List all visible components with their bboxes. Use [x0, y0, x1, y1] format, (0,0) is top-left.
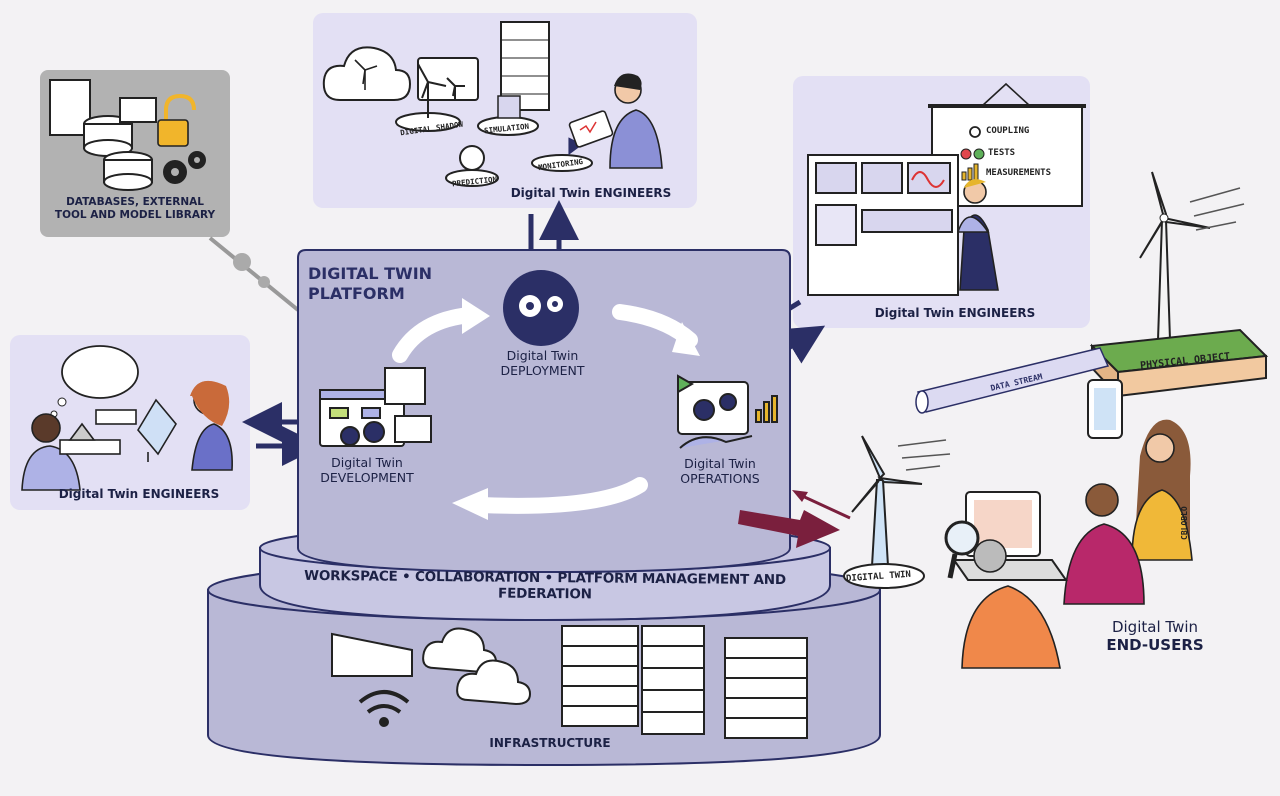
databases-label: DATABASES, EXTERNAL TOOL AND MODEL LIBRA… [40, 196, 230, 222]
whiteboard-measurements: MEASUREMENTS [986, 168, 1052, 178]
physical-turbine [1139, 171, 1211, 341]
digital-twin-turbine [843, 435, 925, 589]
data-stream-tube [915, 347, 1110, 414]
wind-lines [897, 187, 1245, 471]
cloud-download-icon [422, 627, 532, 706]
end-users-label: Digital Twin END-USERS [1080, 618, 1230, 654]
end-user-phone-figure [1087, 379, 1193, 561]
gears-icon [163, 151, 206, 184]
operations-label-line1: Digital Twin [684, 456, 756, 471]
deployment-label-line1: Digital Twin [506, 348, 579, 363]
link-icon [969, 126, 981, 138]
database-connector [208, 236, 300, 312]
maroon-arrows [738, 490, 851, 548]
infra-folder-icon [331, 632, 413, 677]
infrastructure-label: INFRASTRUCTURE [489, 736, 611, 750]
deployment-label: Digital Twin DEPLOYMENT [480, 348, 605, 378]
connector-node [233, 253, 251, 271]
engineer-tablet-figure [568, 73, 663, 169]
development-label-line1: Digital Twin [331, 455, 403, 470]
deployment-gear-icon [503, 270, 579, 346]
signature: CBLOBLO [1180, 506, 1189, 540]
development-label-line2: DEVELOPMENT [320, 470, 414, 485]
platform-title: DIGITAL TWIN PLATFORM [308, 264, 432, 304]
fail-icon [960, 148, 972, 160]
turbine-small-icon [354, 59, 378, 90]
databases-label-line1: DATABASES, EXTERNAL [66, 196, 204, 208]
end-users-label-line2: END-USERS [1106, 636, 1204, 654]
development-window-icon [319, 367, 432, 447]
grid-cube-icon [497, 95, 521, 119]
workspace-band-label: WORKSPACE • COLLABORATION • PLATFORM MAN… [304, 567, 786, 603]
monitoring-pedestal [531, 154, 593, 172]
platform-title-line2: PLATFORM [308, 284, 405, 303]
wifi-icon [358, 690, 410, 727]
right-engineers-label: Digital Twin ENGINEERS [874, 306, 1036, 320]
engineer-console-figure [956, 179, 999, 291]
top-engineers-label: Digital Twin ENGINEERS [510, 186, 672, 200]
engineer-left-figure [21, 413, 81, 491]
deployment-label-line2: DEPLOYMENT [500, 363, 585, 378]
server-stacks-icon [561, 625, 808, 739]
whiteboard-coupling: COUPLING [986, 126, 1030, 136]
database-icon [49, 79, 157, 191]
operations-label-line2: OPERATIONS [680, 471, 760, 486]
engineer-right-figure [190, 380, 233, 471]
end-user-laptop-figure [952, 483, 1145, 605]
control-console [807, 154, 959, 296]
databases-label-line2: TOOL AND MODEL LIBRARY [54, 209, 216, 221]
padlock-icon [157, 93, 196, 147]
platform-title-line1: DIGITAL TWIN [308, 264, 433, 283]
whiteboard-tests: TESTS [988, 148, 1016, 158]
thought-bubble [61, 345, 139, 399]
left-engineers-label: Digital Twin ENGINEERS [58, 487, 220, 501]
turbine-shadow-icon [417, 63, 465, 118]
whiteboard-hanger [981, 82, 1031, 107]
operations-icon [677, 374, 778, 449]
pass-icon [973, 148, 985, 160]
development-label: Digital Twin DEVELOPMENT [302, 455, 432, 485]
end-users-label-line1: Digital Twin [1111, 618, 1199, 636]
infrastructure-cylinder [207, 589, 881, 767]
platforms-model [59, 398, 177, 462]
end-user-magnifier-figure [944, 520, 1061, 669]
thought-dot [57, 397, 67, 407]
connector-node [258, 276, 270, 288]
cloud-icon [322, 46, 412, 101]
operations-label: Digital Twin OPERATIONS [660, 456, 780, 486]
cycle-arrowheads [452, 298, 700, 520]
crystal-ball-icon [459, 145, 485, 171]
